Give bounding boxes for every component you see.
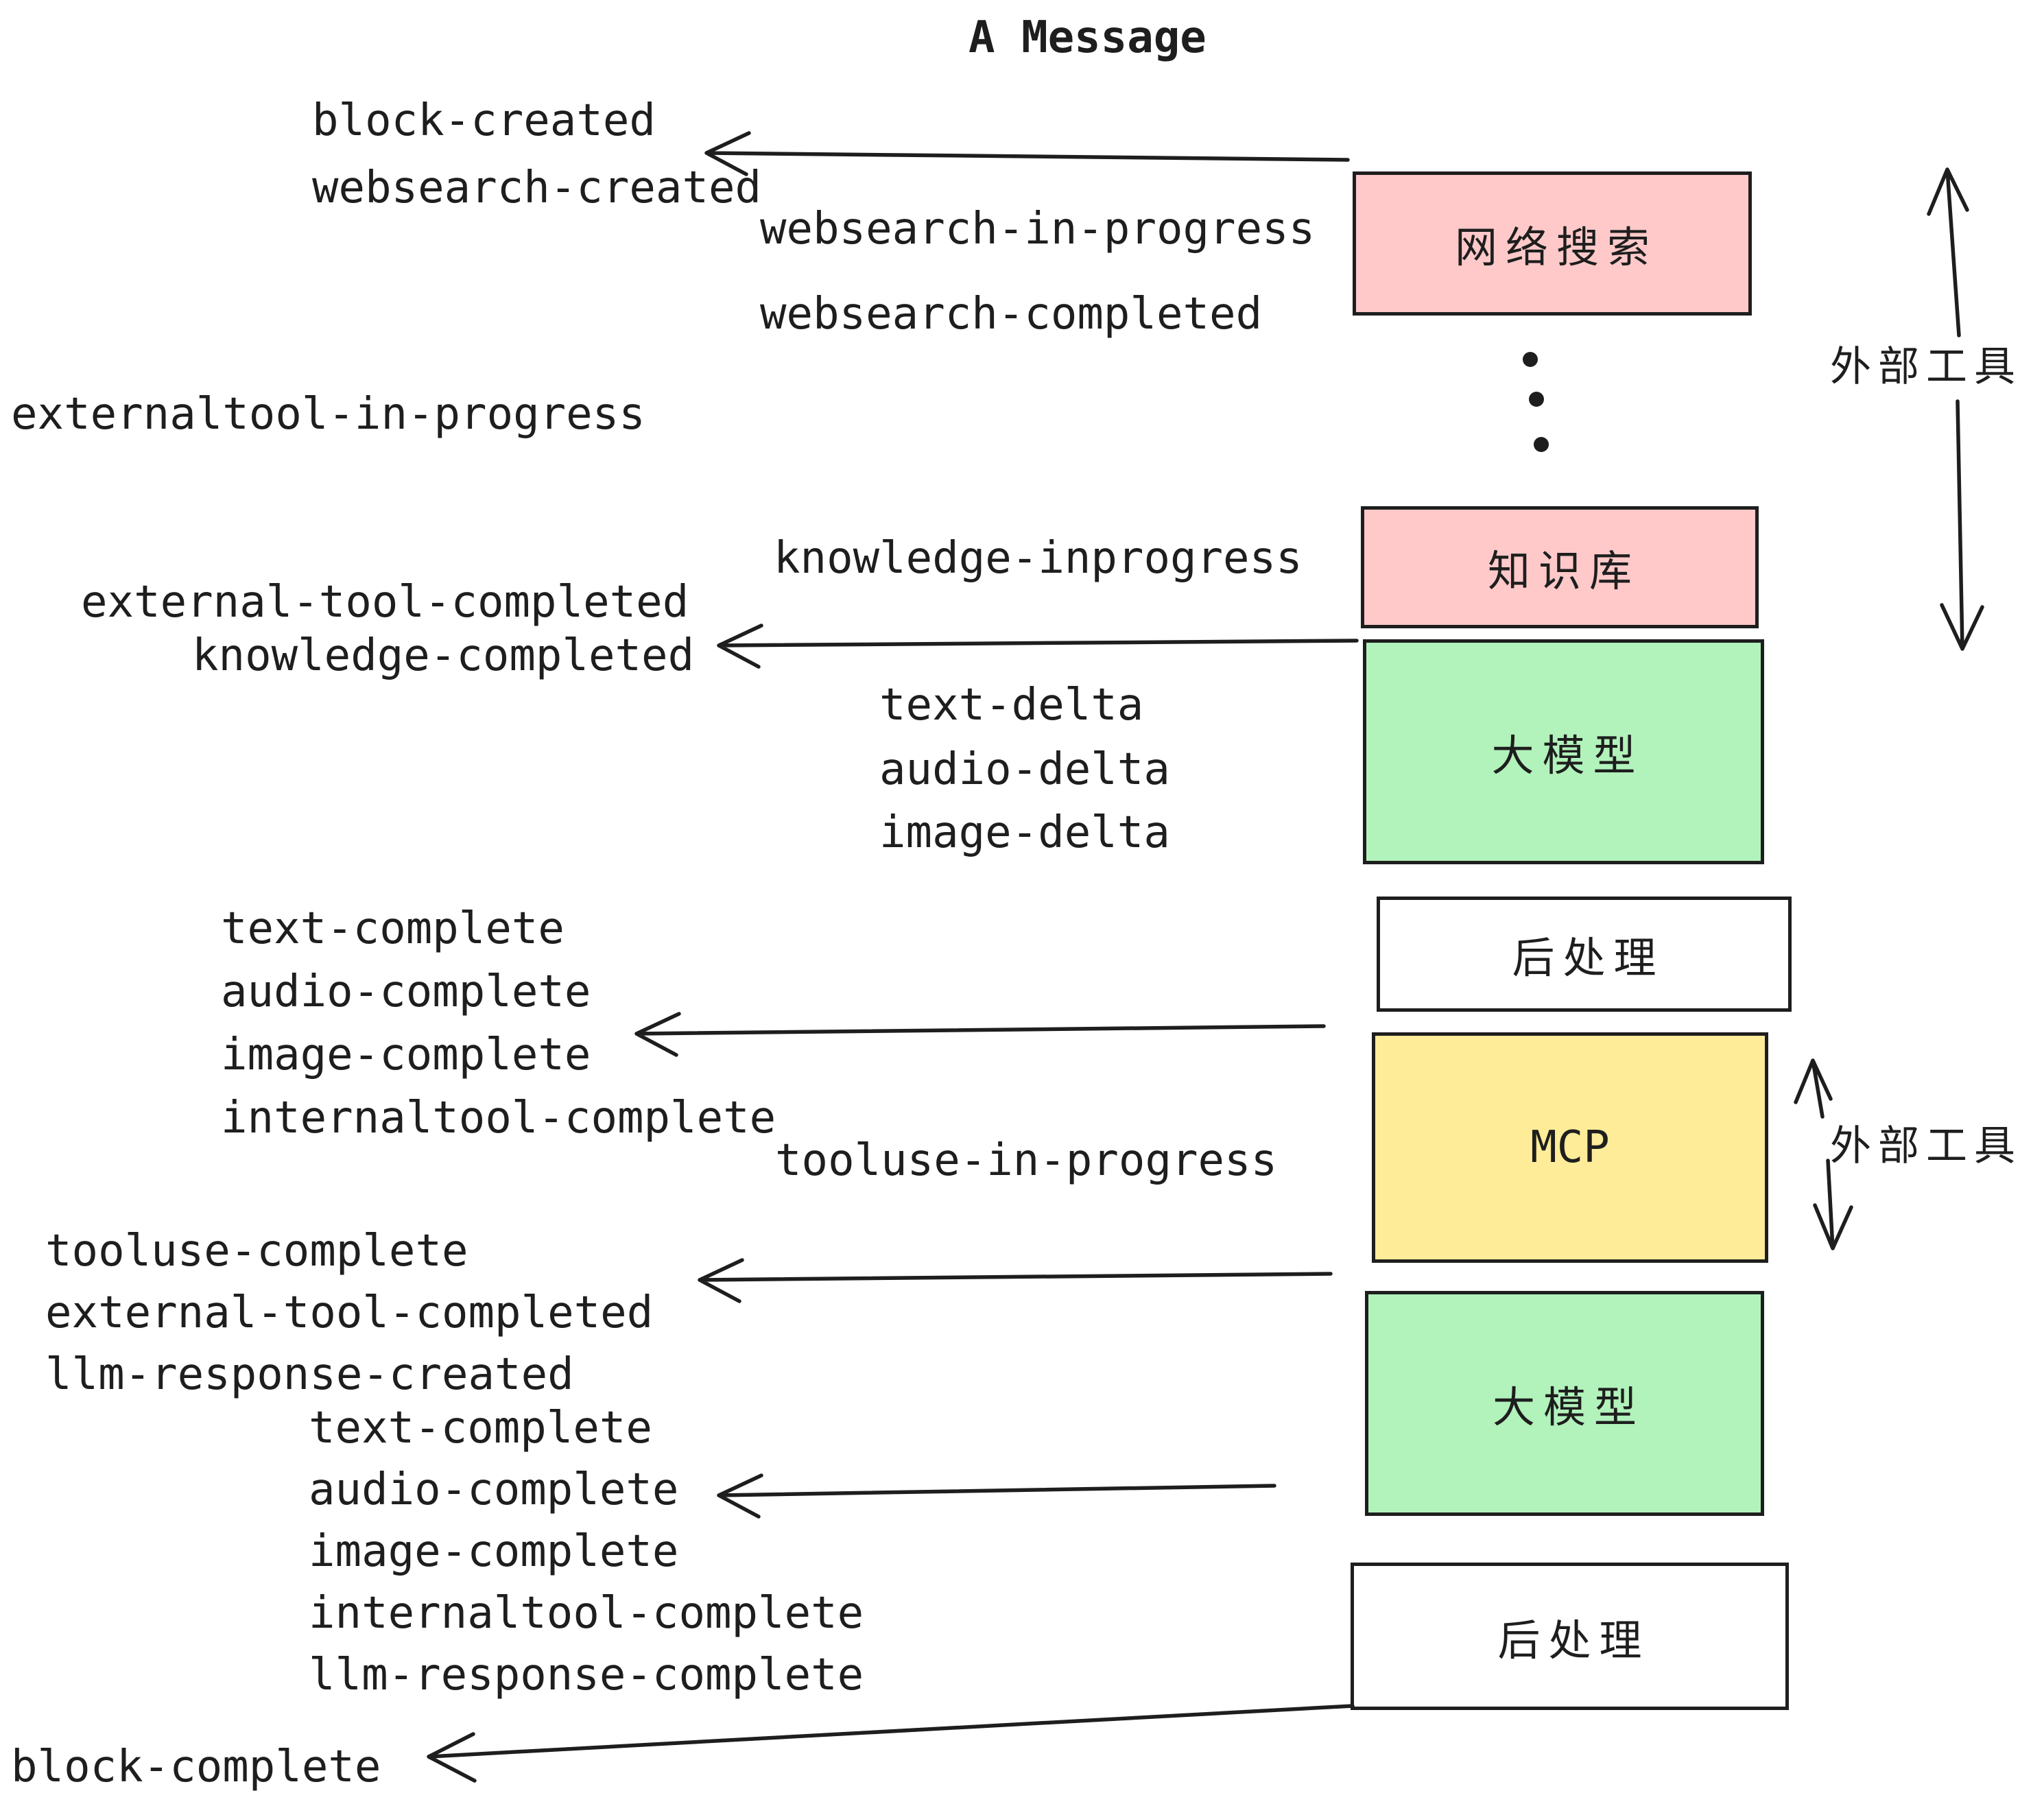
box-knowledge-base: 知识库 xyxy=(1361,506,1759,628)
diagram-title: A Message xyxy=(968,12,1207,63)
arrow-to-tooluse-complete xyxy=(698,1258,1333,1303)
box-post-processing-1-label: 后处理 xyxy=(1512,935,1665,982)
event-label-audio-delta-1: audio-delta xyxy=(879,744,1170,795)
external-tools-1-down-arrow xyxy=(1940,399,1984,651)
arrow-to-knowledge-completed xyxy=(717,624,1359,669)
box-post-processing-2-label: 后处理 xyxy=(1497,1617,1650,1665)
event-label-tooluse-complete: tooluse-complete xyxy=(45,1226,468,1277)
event-label-text-complete-1: text-complete xyxy=(221,903,565,954)
event-label-audio-complete-1: audio-complete xyxy=(221,966,591,1017)
annotation-external-tools-1: 外部工具 xyxy=(1830,344,2022,390)
arrow-to-audio-complete-2 xyxy=(717,1473,1276,1519)
box-llm-1: 大模型 xyxy=(1363,639,1764,864)
arrow-to-image-complete-1 xyxy=(634,1012,1326,1057)
box-web-search: 网络搜索 xyxy=(1353,171,1752,316)
box-web-search-label: 网络搜索 xyxy=(1454,224,1658,272)
external-tools-1-up-arrow xyxy=(1927,167,1969,337)
arrow-to-websearch-created xyxy=(704,131,1350,176)
event-label-internaltool-complete-1: internaltool-complete xyxy=(221,1093,776,1143)
event-label-websearch-created: websearch-created xyxy=(312,163,762,213)
event-label-websearch-completed: websearch-completed xyxy=(760,289,1263,340)
event-label-websearch-in-progress: websearch-in-progress xyxy=(760,204,1316,254)
box-mcp: MCP xyxy=(1372,1032,1768,1263)
event-label-audio-complete-2: audio-complete xyxy=(309,1464,679,1515)
event-label-internaltool-complete-2: internaltool-complete xyxy=(309,1588,864,1639)
box-knowledge-base-label: 知识库 xyxy=(1487,548,1640,595)
event-label-external-tool-completed-1: external-tool-completed xyxy=(81,577,689,628)
annotation-external-tools-2: 外部工具 xyxy=(1830,1123,2022,1169)
box-llm-2: 大模型 xyxy=(1365,1291,1764,1516)
event-label-tooluse-in-progress: tooluse-in-progress xyxy=(775,1135,1278,1186)
event-label-image-delta-1: image-delta xyxy=(879,807,1170,858)
event-label-llm-response-created: llm-response-created xyxy=(45,1349,574,1400)
ellipsis-dot-3 xyxy=(1534,437,1549,452)
box-post-processing-2: 后处理 xyxy=(1351,1563,1789,1710)
event-label-text-complete-2: text-complete xyxy=(309,1403,652,1453)
event-label-block-complete: block-complete xyxy=(11,1742,381,1792)
ellipsis-dot-1 xyxy=(1523,352,1538,367)
box-mcp-label: MCP xyxy=(1530,1122,1610,1173)
box-llm-1-label: 大模型 xyxy=(1491,733,1644,780)
event-label-external-tool-completed-2: external-tool-completed xyxy=(45,1287,654,1338)
event-label-llm-response-complete: llm-response-complete xyxy=(309,1650,864,1700)
event-label-text-delta-1: text-delta xyxy=(879,680,1144,731)
event-label-image-complete-1: image-complete xyxy=(221,1030,591,1080)
event-label-externaltool-in-progress: externaltool-in-progress xyxy=(11,389,645,440)
box-post-processing-1: 后处理 xyxy=(1377,897,1792,1012)
event-label-block-created: block-created xyxy=(312,95,656,146)
event-label-knowledge-inprogress: knowledge-inprogress xyxy=(774,533,1303,584)
event-label-image-complete-2: image-complete xyxy=(309,1526,679,1577)
ellipsis-dot-2 xyxy=(1529,392,1544,407)
arrow-to-block-complete xyxy=(427,1704,1355,1783)
external-tools-2-up-arrow xyxy=(1794,1058,1833,1119)
event-label-knowledge-completed: knowledge-completed xyxy=(192,630,695,681)
external-tools-2-down-arrow xyxy=(1813,1159,1853,1250)
box-llm-2-label: 大模型 xyxy=(1492,1384,1645,1432)
